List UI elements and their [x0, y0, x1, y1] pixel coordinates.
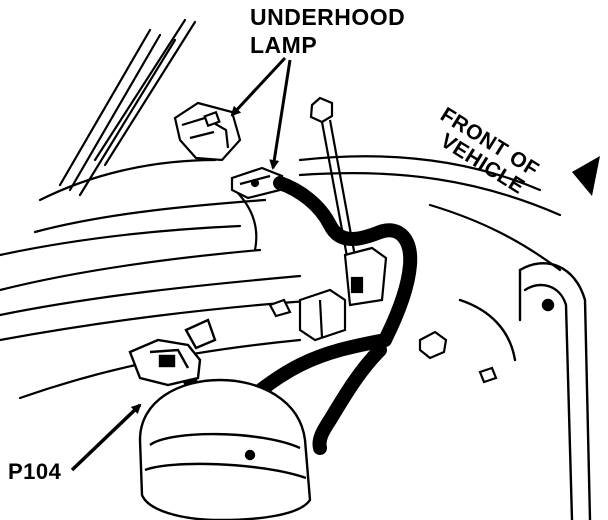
p104-connector: [128, 318, 217, 387]
hood: [0, 18, 267, 257]
p104-arrow-icon: [70, 403, 142, 472]
arrow-icon: [230, 56, 292, 170]
canister: [138, 378, 312, 520]
underhood-lamp: [173, 101, 242, 162]
harness-bracket: [298, 246, 388, 342]
fender-apron: [458, 262, 592, 520]
underhood-lamp-label-line1: UNDERHOOD: [250, 4, 406, 30]
relay-clips: [268, 298, 498, 384]
front-of-vehicle-arrow-icon: [572, 156, 600, 196]
body-panel-lines: [0, 155, 562, 400]
underhood-lamp-label-line2: LAMP: [250, 32, 318, 58]
p104-label: P104: [8, 459, 62, 484]
